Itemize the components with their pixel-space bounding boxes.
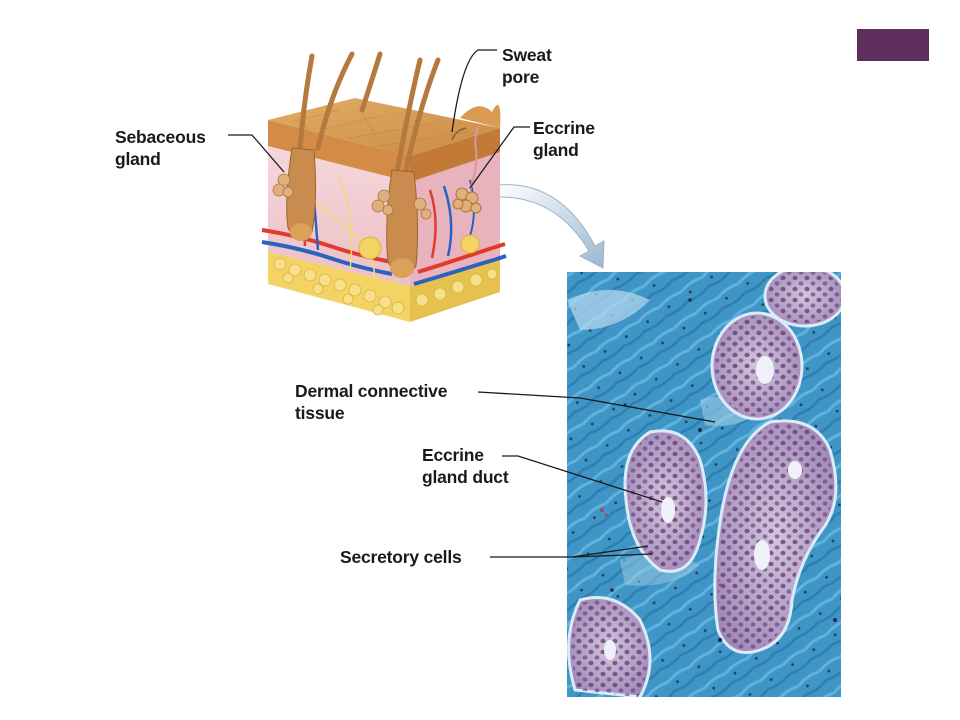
eccrine-gland-leader <box>469 126 530 189</box>
sebaceous-gland-leader <box>228 134 285 173</box>
label-eccrine-gland-duct: Eccrine gland duct <box>422 445 509 487</box>
eccrine-gland-duct-leader <box>502 455 663 503</box>
label-sebaceous-gland: Sebaceous gland <box>115 127 206 169</box>
dermal-connective-tissue-leader <box>477 391 716 423</box>
pointer-arrow <box>497 184 605 269</box>
sweat-pore-leader <box>451 49 497 133</box>
label-eccrine-gland: Eccrine gland <box>533 118 595 160</box>
skin-block-illustration <box>261 51 507 322</box>
eccrine-gland-micrograph <box>567 272 841 697</box>
accent-box <box>857 29 929 61</box>
label-dermal-connective-tissue: Dermal connective tissue <box>295 381 448 423</box>
label-sweat-pore: Sweat pore <box>502 45 552 87</box>
label-secretory-cells: Secretory cells <box>340 547 462 567</box>
secretory-cells-leader-2 <box>571 553 653 558</box>
